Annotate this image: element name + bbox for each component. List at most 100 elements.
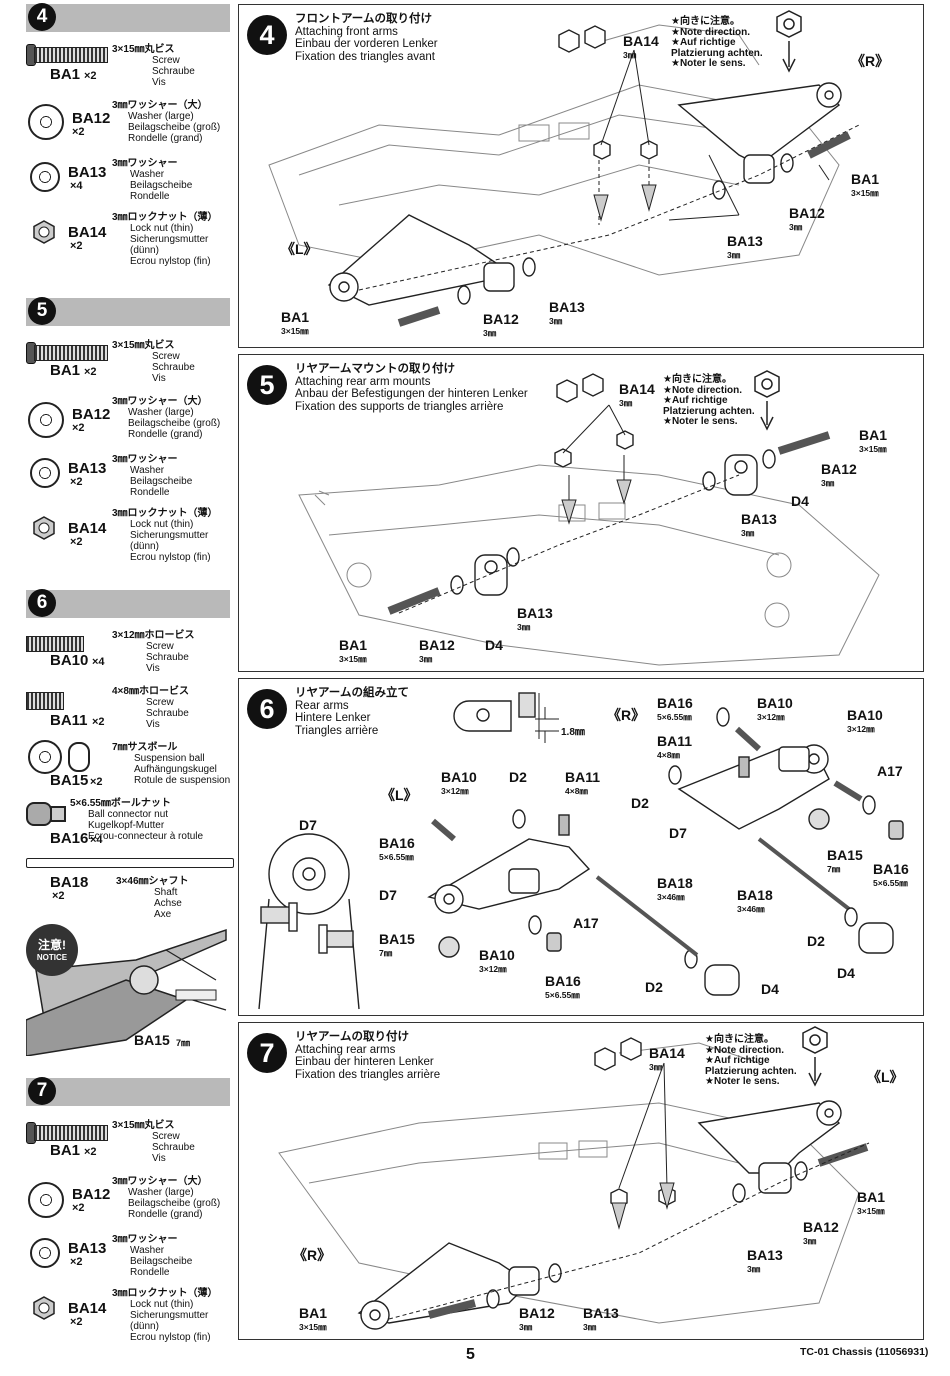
part-code: BA14: [68, 520, 107, 537]
label-ba12: BA12: [483, 311, 519, 327]
label-ba1: BA1: [281, 309, 310, 325]
part-qty: ×2: [92, 716, 105, 728]
label-ba12-size: 3㎜: [519, 1322, 533, 1332]
label-ba12: BA12: [803, 1219, 839, 1235]
label-d2: D2: [807, 933, 825, 949]
part-code: BA16: [50, 830, 89, 847]
label-ba12-size: 3㎜: [789, 222, 803, 232]
part-desc: 3㎜ロックナット（薄）Lock nut (thin)Sicherungsmutt…: [112, 508, 218, 563]
label-ba10-size: 3×12㎜: [847, 724, 875, 734]
step-number-badge: 7: [28, 1077, 56, 1105]
label-ba10: BA10: [847, 707, 883, 723]
label-d7: D7: [379, 887, 397, 903]
rear-arm-assembly-diagram: [258, 692, 904, 1010]
part-code: BA15: [50, 772, 89, 789]
part-code: BA12: [72, 110, 111, 127]
label-ba1: BA1: [851, 171, 880, 187]
shaft-icon: [26, 858, 234, 868]
part-qty: ×2: [72, 1202, 85, 1214]
washer-icon: [28, 104, 64, 140]
label-ba1-size: 3×15㎜: [339, 654, 367, 664]
page-number: 5: [466, 1346, 475, 1363]
label-ba13: BA13: [549, 299, 585, 315]
label-ba10: BA10: [479, 947, 515, 963]
label-d2: D2: [509, 769, 527, 785]
label-ba10-size: 3×12㎜: [441, 786, 469, 796]
label-ba13-size: 3㎜: [727, 250, 741, 260]
label-ba18-size: 3×46㎜: [657, 892, 685, 902]
step-number-badge: 6: [247, 689, 287, 729]
washer-icon: [30, 1238, 60, 1268]
label-d4: D4: [761, 981, 779, 997]
part-code: BA13: [68, 164, 107, 181]
label-ba13-size: 3㎜: [741, 528, 755, 538]
part-code: BA14: [68, 1300, 107, 1317]
label-ba11-size: 4×8㎜: [565, 786, 588, 796]
label-ba16: BA16: [379, 835, 415, 851]
label-d4: D4: [485, 637, 503, 653]
front-arm-diagram: [268, 10, 860, 327]
label-ba15-size: 7㎜: [379, 948, 393, 958]
label-right: 《R》: [851, 53, 890, 69]
screw-thread-icon: [34, 1125, 108, 1141]
label-d4: D4: [791, 493, 809, 509]
part-qty: ×2: [72, 126, 85, 138]
screw-thread-icon: [34, 47, 108, 63]
label-ba15: BA15: [379, 931, 415, 947]
part-washer-large: BA12 ×2 3㎜ワッシャー（大）Washer (large)Beilagsc…: [26, 1174, 236, 1230]
notice-part-size: 7㎜: [176, 1038, 191, 1048]
part-qty: ×2: [52, 890, 65, 902]
sidebar-section-header-5: 5: [26, 297, 230, 326]
label-ba16: BA16: [545, 973, 581, 989]
label-ba12-size: 3㎜: [803, 1236, 817, 1246]
hollow-screw-icon: [26, 692, 64, 710]
label-ba16: BA16: [657, 695, 693, 711]
label-ba12: BA12: [789, 205, 825, 221]
label-ba1-size: 3×15㎜: [299, 1322, 327, 1332]
rear-arm-mount-diagram: [298, 370, 880, 666]
label-ba10-size: 3×12㎜: [479, 964, 507, 974]
label-ba16-size: 5×6.55㎜: [657, 712, 692, 722]
screw-thread-icon: [34, 345, 108, 361]
label-a17: A17: [573, 915, 599, 931]
label-ba14: BA14: [649, 1045, 685, 1061]
part-washer-large: BA12 ×2 3㎜ワッシャー（大）Washer (large)Beilagsc…: [26, 98, 236, 154]
step-number-badge: 4: [247, 15, 287, 55]
washer-icon: [30, 458, 60, 488]
label-ba1-size: 3×15㎜: [281, 326, 309, 336]
washer-icon: [28, 402, 64, 438]
label-left: 《L》: [867, 1069, 904, 1085]
part-code: BA10: [50, 652, 89, 669]
ball-nut-side-icon: [50, 806, 66, 822]
part-code: BA12: [72, 406, 111, 423]
part-qty: ×2: [70, 476, 83, 488]
label-ba12: BA12: [419, 637, 455, 653]
label-a17: A17: [877, 763, 903, 779]
part-qty: ×2: [72, 422, 85, 434]
label-ba10-size: 3×12㎜: [757, 712, 785, 722]
label-ba1: BA1: [299, 1305, 328, 1321]
label-ba10: BA10: [441, 769, 477, 785]
label-d2: D2: [631, 795, 649, 811]
label-left: 《L》: [281, 241, 318, 257]
part-code: BA11: [50, 712, 88, 729]
sidebar-section-header-6: 6: [26, 589, 230, 618]
label-ba1-size: 3×15㎜: [857, 1206, 885, 1216]
rear-arm-attach-diagram: [278, 1026, 870, 1330]
label-ba16: BA16: [873, 861, 909, 877]
label-right: 《R》: [293, 1247, 332, 1263]
part-desc: 3㎜ロックナット（薄）Lock nut (thin)Sicherungsmutt…: [112, 212, 218, 267]
label-ba1: BA1: [859, 427, 888, 443]
